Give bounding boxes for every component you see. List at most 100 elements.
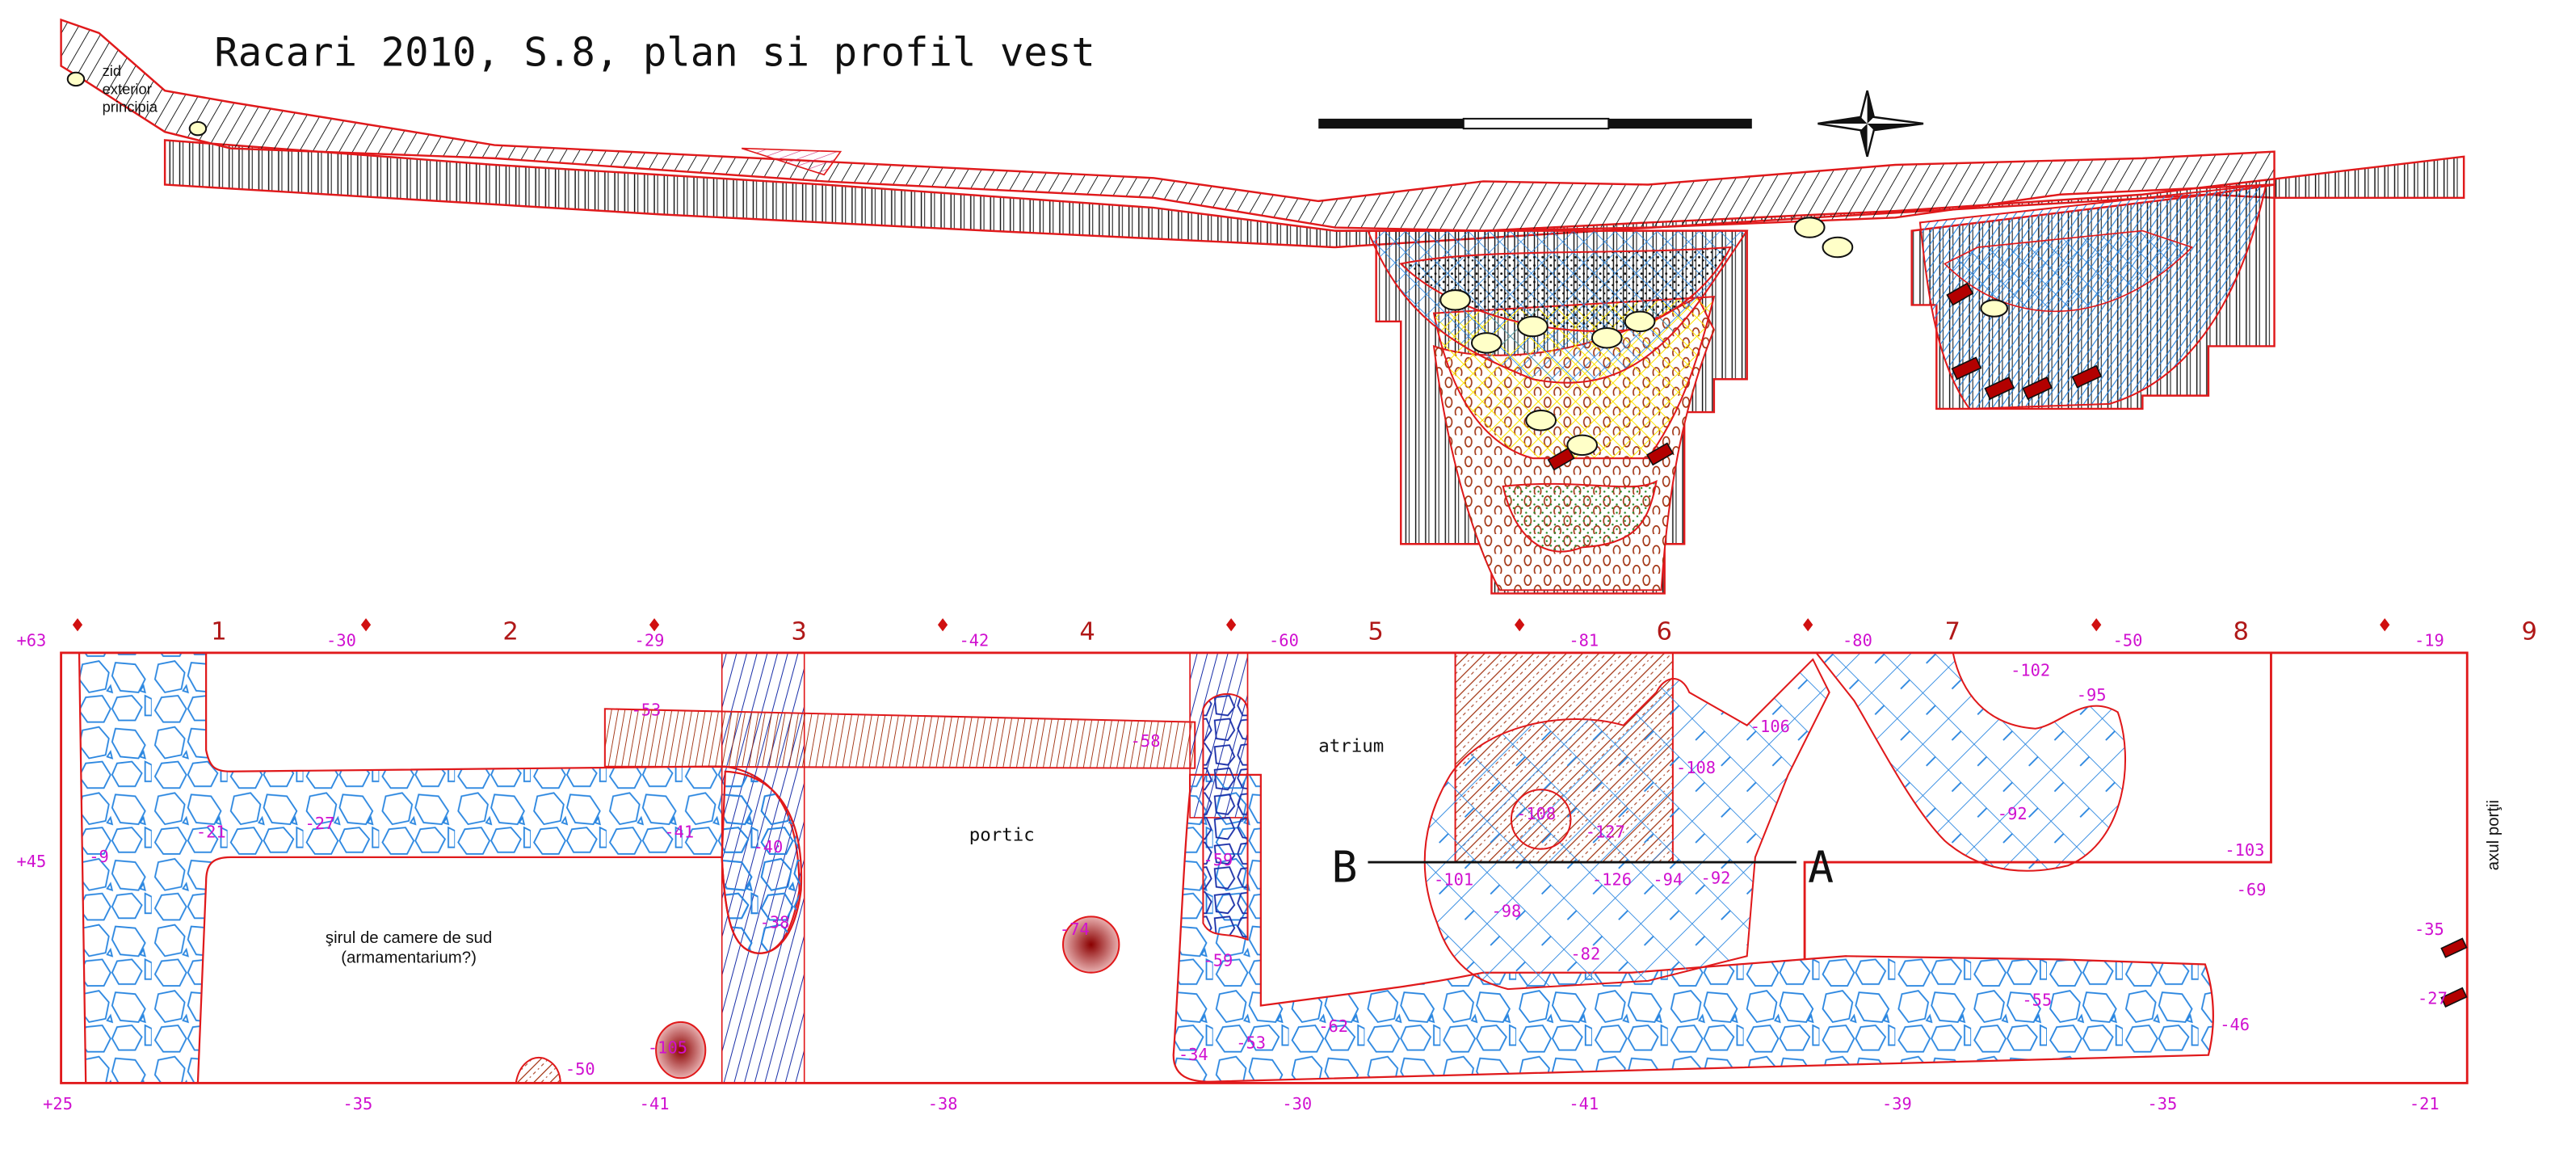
grid-number: 7 [1945,618,1960,646]
grid-peg-icon [1803,618,1813,632]
elevation-label: -9 [89,847,109,866]
bottom-elevation: -35 [342,1094,372,1113]
elevation-label: -108 [1676,758,1716,777]
elevation-label: -126 [1592,870,1632,890]
rooms-label-sub: (armamentarium?) [341,949,477,966]
pit-105 [655,1021,707,1080]
pit-1-fill-green [1502,479,1658,553]
grid-number: 2 [502,618,518,646]
grid-peg-icon [72,618,83,632]
grid-peg-icon [2380,618,2390,632]
elevation-label: -58 [1131,731,1161,751]
top-elevation: +63 [17,631,47,650]
bottom-elevation: -38 [928,1094,958,1113]
bottom-elevation: -41 [1569,1094,1599,1113]
elevation-label: -82 [1570,944,1600,963]
elevation-label: -92 [1701,869,1731,888]
svg-text:principia: principia [103,99,158,116]
portic-label: portic [969,824,1035,845]
elevation-label: -46 [2220,1015,2250,1034]
grid-peg-icon [1515,618,1525,632]
elevation-label: -62 [1318,1016,1348,1036]
top-elevation: -42 [959,631,989,650]
top-elevation: -30 [326,631,356,650]
gate-axis-label: axul porţii [2485,800,2502,870]
crosshatch-feature-center [1423,658,1830,991]
grid-peg-icon [937,618,948,632]
brick-icon [2440,937,2468,958]
grid-peg-icon [649,618,660,632]
top-elevation: -19 [2414,631,2444,650]
grid-peg-icon [360,618,372,632]
grid-peg-icon [1225,618,1237,632]
elevation-label: -74 [1060,920,1090,939]
grid-number: 5 [1368,618,1383,646]
section-label-a: A [1808,842,1834,892]
elevation-label: -127 [1586,822,1625,841]
elevation-label: -59 [1203,850,1233,869]
elevation-label: -105 [648,1038,687,1058]
elevation-label: -55 [2022,991,2052,1010]
west-profile: zid exterior principia [60,18,2465,595]
top-elevation: -50 [2113,631,2143,650]
bottom-elevation: -41 [640,1094,670,1113]
elevation-label: -53 [1236,1033,1266,1053]
brick-icon [2440,987,2468,1008]
elevation-label: -101 [1434,870,1473,890]
elevation-label: -94 [1653,870,1683,890]
elevation-label: -69 [2237,880,2267,899]
bottom-elevation: +25 [43,1094,73,1113]
stone-wall-east-l [1172,773,2214,1083]
brick-markers [1547,282,2103,471]
scale-bar [1318,117,1752,130]
wall-label: zid exterior principia [103,62,158,116]
elevation-label: -38 [760,913,790,932]
pit-74 [1061,915,1120,974]
section-label-b: B [1332,842,1358,892]
elevation-label: -27 [305,814,335,833]
drawing-title: Racari 2010, S.8, plan si profil vest [214,30,1095,76]
elevation-label: -35 [2414,920,2444,939]
elevation-label: -41 [664,822,694,841]
brown-hatched-drain [603,708,1196,769]
elevation-label: -98 [1491,901,1521,920]
elevation-label: -53 [631,700,661,719]
top-elevation: -81 [1569,631,1599,650]
pottery-markers [66,71,2009,457]
crosshatch-feature-ne [1814,651,2126,872]
svg-text:exterior: exterior [103,80,152,97]
rooms-label: şirul de camere de sud [326,929,492,947]
grid-number: 1 [211,618,226,646]
elevation-label: -108 [1516,804,1556,823]
top-elevation: -80 [1843,631,1872,650]
atrium-label: atrium [1318,735,1384,756]
bottom-elevation: -21 [2410,1094,2439,1113]
elevation-label: -103 [2225,840,2264,860]
elevation-label: -21 [196,822,226,841]
grid-peg-icon [2091,618,2102,632]
elevation-label: -95 [2077,685,2107,705]
grid-number: 6 [1656,618,1671,646]
grid-number: 3 [791,618,806,646]
trench-outline [60,651,2469,1084]
trench-extension-outline [1803,652,2272,960]
grid-number: 4 [1079,618,1095,646]
elevation-label: -40 [753,837,783,856]
bottom-elevation: -30 [1282,1094,1312,1113]
top-elevation: -29 [635,631,665,650]
elevation-label: -92 [1998,804,2028,823]
pit-108 [1510,789,1572,850]
elevation-label: -27 [2418,988,2448,1008]
elevation-label: -106 [1750,717,1790,736]
pit-1-fill-dots [1399,246,1732,332]
bottom-elevation: -39 [1882,1094,1912,1113]
top-elevation: -60 [1269,631,1299,650]
elevation-label: -102 [2011,660,2050,680]
profile-lower-layer [163,139,2465,249]
compass-star-icon [1817,90,1924,158]
elevation-label: -50 [565,1059,595,1079]
dark-stone-column [1202,692,1249,941]
